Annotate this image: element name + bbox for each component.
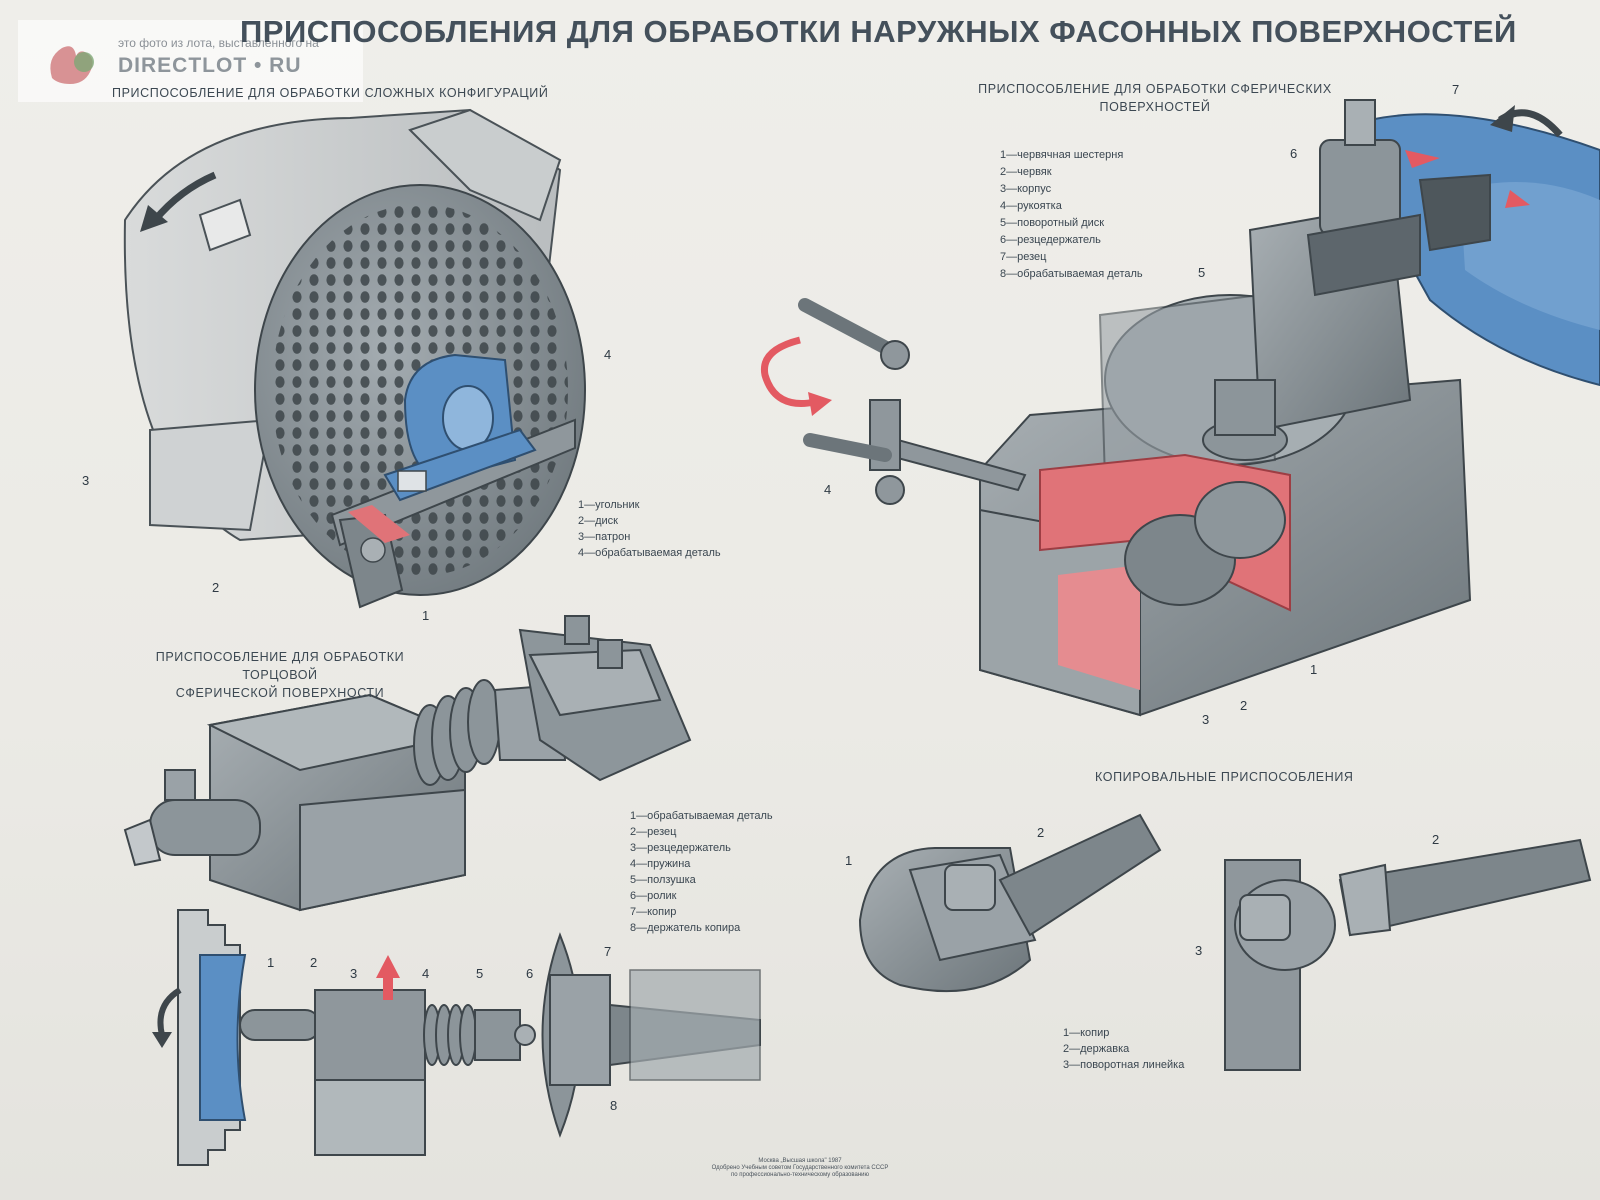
legend-item: 1—обрабатываемая деталь [630,810,773,822]
complex-section-title: ПРИСПОСОБЛЕНИЕ ДЛЯ ОБРАБОТКИ СЛОЖНЫХ КОН… [112,86,549,100]
watermark-logo-text[interactable]: DIRECTLOT • RU [118,54,302,77]
callout: 8 [610,1098,618,1113]
callout: 2 [310,955,318,970]
legend-item: 2—диск [578,515,618,527]
callout: 1 [845,853,853,868]
footer-line3: по профессионально-техническому образова… [731,1172,869,1178]
footer-line1: Москва „Высшая школа" 1987 [758,1158,842,1164]
legend-item: 4—пружина [630,858,691,870]
callout: 6 [1290,146,1298,161]
spherical-figure [760,99,1600,717]
legend-item: 8—обрабатываемая деталь [1000,268,1143,280]
callout: 6 [526,966,534,981]
spherical-title-line2: ПОВЕРХНОСТЕЙ [1099,100,1211,114]
callout: 2 [1240,698,1248,713]
legend-item: 8—держатель копира [630,922,741,934]
legend-item: 4—обрабатываемая деталь [578,547,721,559]
legend-item: 1—червячная шестерня [1000,149,1124,161]
copy-legend: 1—копир 2—державка 3—поворотная линейка [1063,1025,1184,1073]
legend-item: 1—копир [1063,1027,1110,1039]
legend-item: 2—резец [630,826,677,838]
footer-line2: Одобрено Учебным советом Государственног… [711,1165,889,1171]
spherical-legend: 1—червячная шестерня 2—червяк 3—корпус 4… [1000,147,1143,283]
callout: 3 [82,473,90,488]
callout: 3 [1202,712,1210,727]
legend-item: 6—ролик [630,890,677,902]
callout: 4 [824,482,832,497]
callout: 3 [1195,943,1203,958]
legend-item: 3—поворотная линейка [1063,1059,1185,1071]
legend-item: 7—копир [630,906,677,918]
callout: 1 [422,608,430,623]
watermark-top-text[interactable]: это фото из лота, выставленного на [118,36,319,50]
callout: 5 [1198,265,1206,280]
legend-item: 5—ползушка [630,874,696,886]
copy-section-title: КОПИРОВАЛЬНЫЕ ПРИСПОСОБЛЕНИЯ [1095,770,1354,784]
callout: 2 [1432,832,1440,847]
callout: 4 [422,966,430,981]
callout: 3 [350,966,358,981]
legend-item: 7—резец [1000,251,1047,263]
face-legend: 1—обрабатываемая деталь 2—резец 3—резцед… [630,808,773,936]
copying-figure [858,813,1592,1071]
legend-item: 2—державка [1063,1043,1130,1055]
legend-item: 3—корпус [1000,183,1052,195]
face-title-line2: СФЕРИЧЕСКОЙ ПОВЕРХНОСТИ [175,686,385,700]
callout: 5 [476,966,484,981]
legend-item: 2—червяк [1000,166,1052,178]
legend-item: 6—резцедержатель [1000,234,1101,246]
legend-item: 3—патрон [578,531,631,543]
legend-item: 4—рукоятка [1000,200,1062,212]
callout: 1 [267,955,275,970]
spherical-title-line1: ПРИСПОСОБЛЕНИЕ ДЛЯ ОБРАБОТКИ СФЕРИЧЕСКИХ [978,82,1332,96]
legend-item: 5—поворотный диск [1000,217,1105,229]
callout: 2 [212,580,220,595]
face-section-title: ПРИСПОСОБЛЕНИЕ ДЛЯ ОБРАБОТКИ ТОРЦОВОЙ СФ… [125,648,435,702]
complex-legend: 1—угольник 2—диск 3—патрон 4—обрабатывае… [578,497,721,561]
poster-title: ПРИСПОСОБЛЕНИЯ ДЛЯ ОБРАБОТКИ НАРУЖНЫХ ФА… [240,14,1517,49]
legend-item: 1—угольник [578,499,640,511]
face-spherical-figure [123,615,761,1166]
spherical-section-title: ПРИСПОСОБЛЕНИЕ ДЛЯ ОБРАБОТКИ СФЕРИЧЕСКИХ… [975,80,1335,116]
face-title-line1: ПРИСПОСОБЛЕНИЕ ДЛЯ ОБРАБОТКИ ТОРЦОВОЙ [155,650,405,682]
callout: 4 [604,347,612,362]
callout: 2 [1037,825,1045,840]
watermark-squirrel-icon [44,38,104,90]
callout: 7 [1452,82,1460,97]
callout: 1 [1310,662,1318,677]
legend-item: 3—резцедержатель [630,842,731,854]
callout: 7 [604,944,612,959]
complex-config-figure [123,108,586,609]
footer-imprint: Москва „Высшая школа" 1987 Одобрено Учеб… [690,1158,910,1179]
